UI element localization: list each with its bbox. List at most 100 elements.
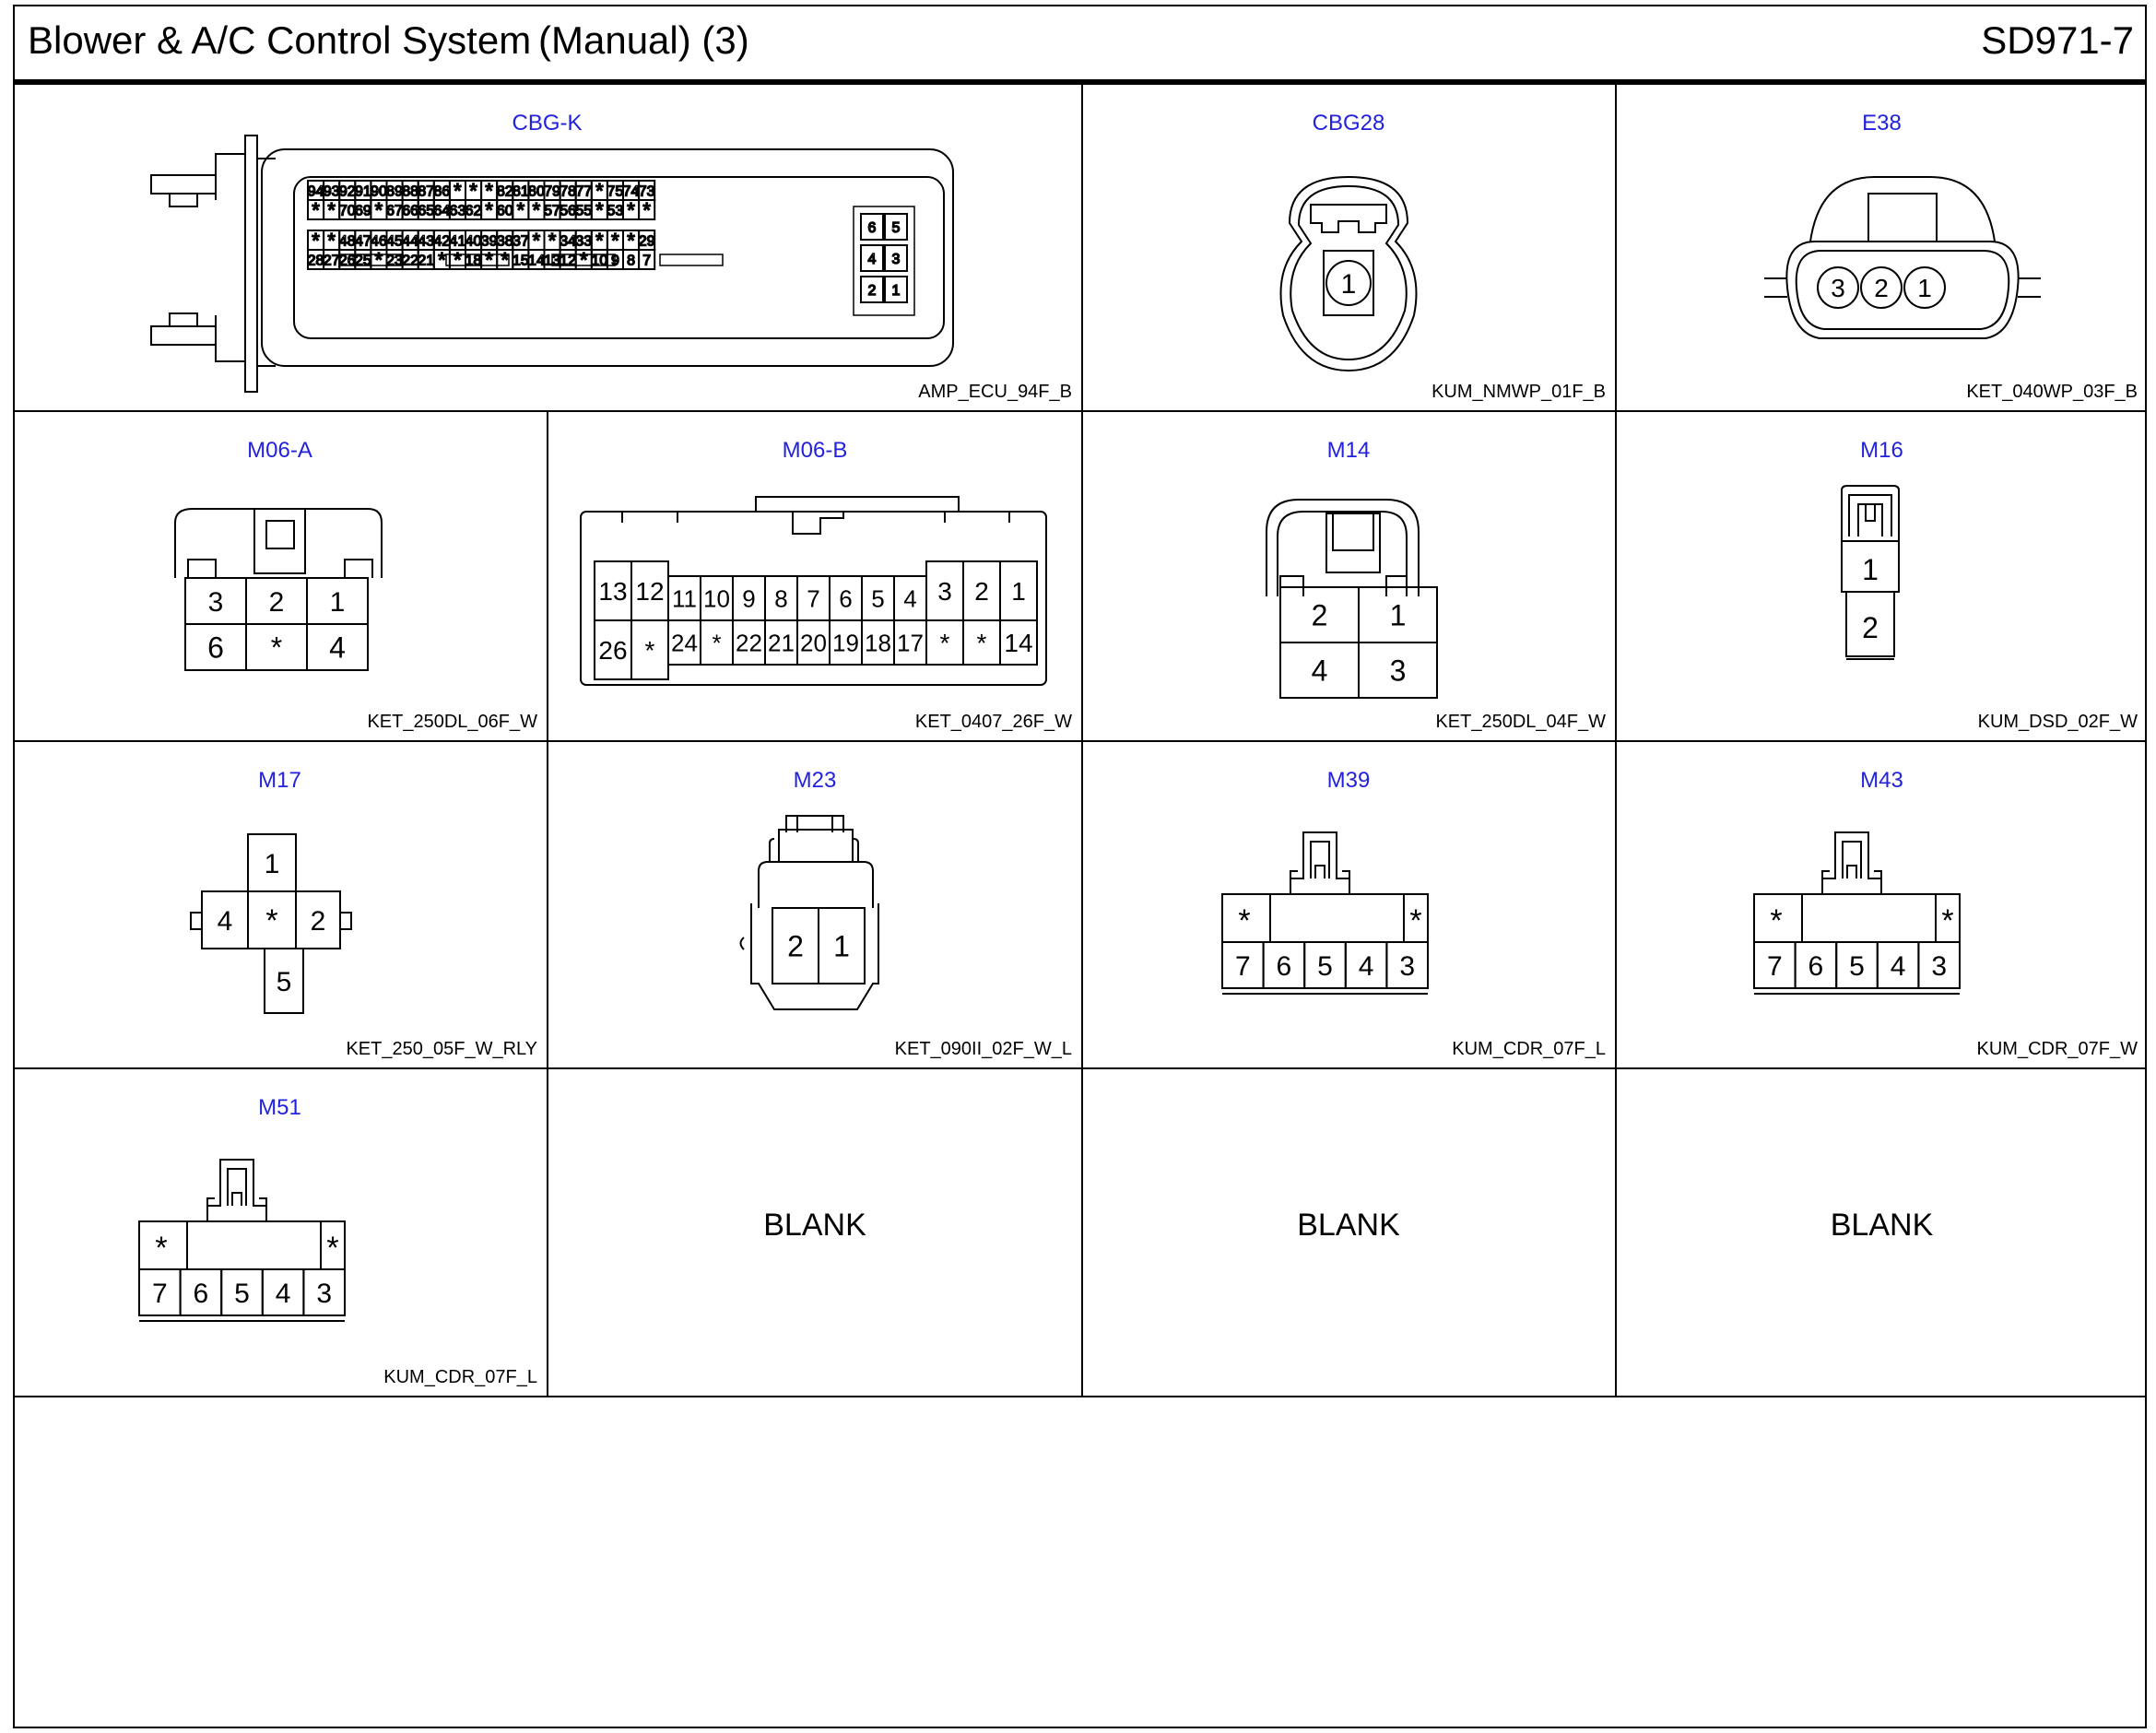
pin-cbgk: * — [448, 248, 466, 272]
svg-text:5: 5 — [1317, 951, 1333, 982]
pin-cbgk: 92 — [338, 180, 357, 201]
svg-text:*: * — [517, 198, 525, 221]
pin-m06b: 4 — [893, 575, 927, 621]
svg-text:*: * — [327, 229, 336, 252]
svg-text:2: 2 — [1312, 599, 1328, 632]
pin-cbgk: * — [465, 179, 483, 203]
svg-text:*: * — [595, 198, 604, 221]
pin-e38: 3 — [1817, 266, 1859, 309]
svg-text:45: 45 — [386, 233, 403, 249]
grid-vline-3 — [1615, 85, 1617, 1397]
svg-text:11: 11 — [672, 584, 697, 612]
svg-text:*: * — [627, 229, 635, 252]
svg-text:43: 43 — [418, 233, 434, 249]
pin-cdr: * — [155, 1231, 167, 1266]
pin-cbgk: 45 — [385, 230, 404, 251]
svg-text:40: 40 — [465, 233, 482, 249]
page-code: SD971-7 — [1981, 18, 2134, 62]
pin-cbgk-side: 6 — [860, 213, 884, 241]
pin-cdr: 3 — [302, 1268, 346, 1316]
svg-text:17: 17 — [897, 629, 924, 656]
pin-cbgk: 38 — [496, 230, 514, 251]
connector-name: CBG28 — [1312, 111, 1385, 136]
svg-text:24: 24 — [671, 629, 698, 656]
svg-text:48: 48 — [339, 233, 356, 249]
connector-type: KET_0407_26F_W — [914, 712, 1072, 732]
connector-name: M39 — [1326, 768, 1371, 793]
svg-text:93: 93 — [324, 183, 340, 199]
svg-text:7: 7 — [1235, 951, 1251, 982]
svg-text:*: * — [271, 631, 282, 665]
pin-m06b: * — [962, 619, 1001, 666]
pin-m17: * — [247, 890, 297, 949]
svg-text:*: * — [645, 636, 655, 665]
blank-cell-3: BLANK — [1617, 1069, 2147, 1396]
svg-text:19: 19 — [832, 629, 859, 656]
svg-text:94: 94 — [308, 183, 324, 199]
svg-text:*: * — [533, 229, 541, 252]
svg-text:75: 75 — [607, 183, 624, 199]
svg-text:*: * — [595, 229, 604, 252]
svg-text:18: 18 — [865, 629, 891, 656]
pin-cbgk: 39 — [480, 230, 498, 251]
pin-cdr: 6 — [1794, 941, 1838, 989]
svg-text:*: * — [485, 198, 493, 221]
page-frame — [13, 5, 2147, 1728]
pin-cbgk: * — [574, 248, 593, 272]
pin-cdr: 7 — [1221, 941, 1265, 989]
svg-text:4: 4 — [868, 252, 877, 267]
pin-cbgk: * — [527, 229, 546, 253]
pin-cdr: 6 — [1262, 941, 1306, 989]
pin-cbgk: * — [496, 248, 514, 272]
svg-text:*: * — [642, 198, 651, 221]
pin-cbgk: * — [512, 198, 530, 222]
blank-cell-1: BLANK — [548, 1069, 1081, 1396]
pin-m06b: 12 — [630, 560, 669, 621]
svg-text:38: 38 — [497, 233, 513, 249]
pin-m06a: 4 — [306, 623, 369, 671]
svg-text:70: 70 — [339, 203, 356, 218]
pin-m06b: 24 — [667, 619, 701, 666]
pin-m06a: 1 — [306, 577, 369, 625]
pin-e38: 2 — [1860, 266, 1903, 309]
pin-cbgk: 23 — [385, 249, 404, 270]
pin-cdr: 4 — [1344, 941, 1388, 989]
svg-text:3: 3 — [208, 587, 224, 618]
connector-m16-drawing: 12 — [1841, 485, 1900, 660]
svg-text:89: 89 — [386, 183, 403, 199]
svg-text:5: 5 — [277, 967, 292, 997]
pin-cbgk: 18 — [465, 249, 482, 270]
pin-cbgk: 74 — [622, 180, 640, 201]
pin-cdr: * — [326, 1231, 338, 1266]
svg-text:*: * — [485, 179, 493, 202]
pin-cbgk: * — [606, 229, 625, 253]
svg-text:33: 33 — [575, 233, 592, 249]
pin-m06a: 6 — [184, 623, 247, 671]
svg-text:4: 4 — [329, 631, 346, 665]
svg-text:*: * — [454, 179, 462, 202]
pin-m14: 3 — [1358, 642, 1438, 699]
pin-cbgk: 33 — [575, 230, 593, 251]
pin-cbgk: 29 — [638, 230, 655, 251]
pin-e38: 1 — [1903, 266, 1946, 309]
svg-text:78: 78 — [560, 183, 576, 199]
connector-type: KUM_NMWP_01F_B — [1431, 382, 1606, 402]
svg-text:8: 8 — [774, 584, 787, 612]
pin-m06b: 7 — [796, 575, 831, 621]
pin-m06b: 13 — [594, 560, 632, 621]
pin-cbgk: 14 — [527, 249, 546, 270]
svg-text:66: 66 — [402, 203, 418, 218]
pin-cbgk: * — [370, 198, 388, 222]
pin-m06b: 10 — [700, 575, 734, 621]
svg-text:20: 20 — [800, 629, 827, 656]
pin-cbgk: * — [480, 198, 499, 222]
pin-cbgk: 89 — [385, 180, 404, 201]
